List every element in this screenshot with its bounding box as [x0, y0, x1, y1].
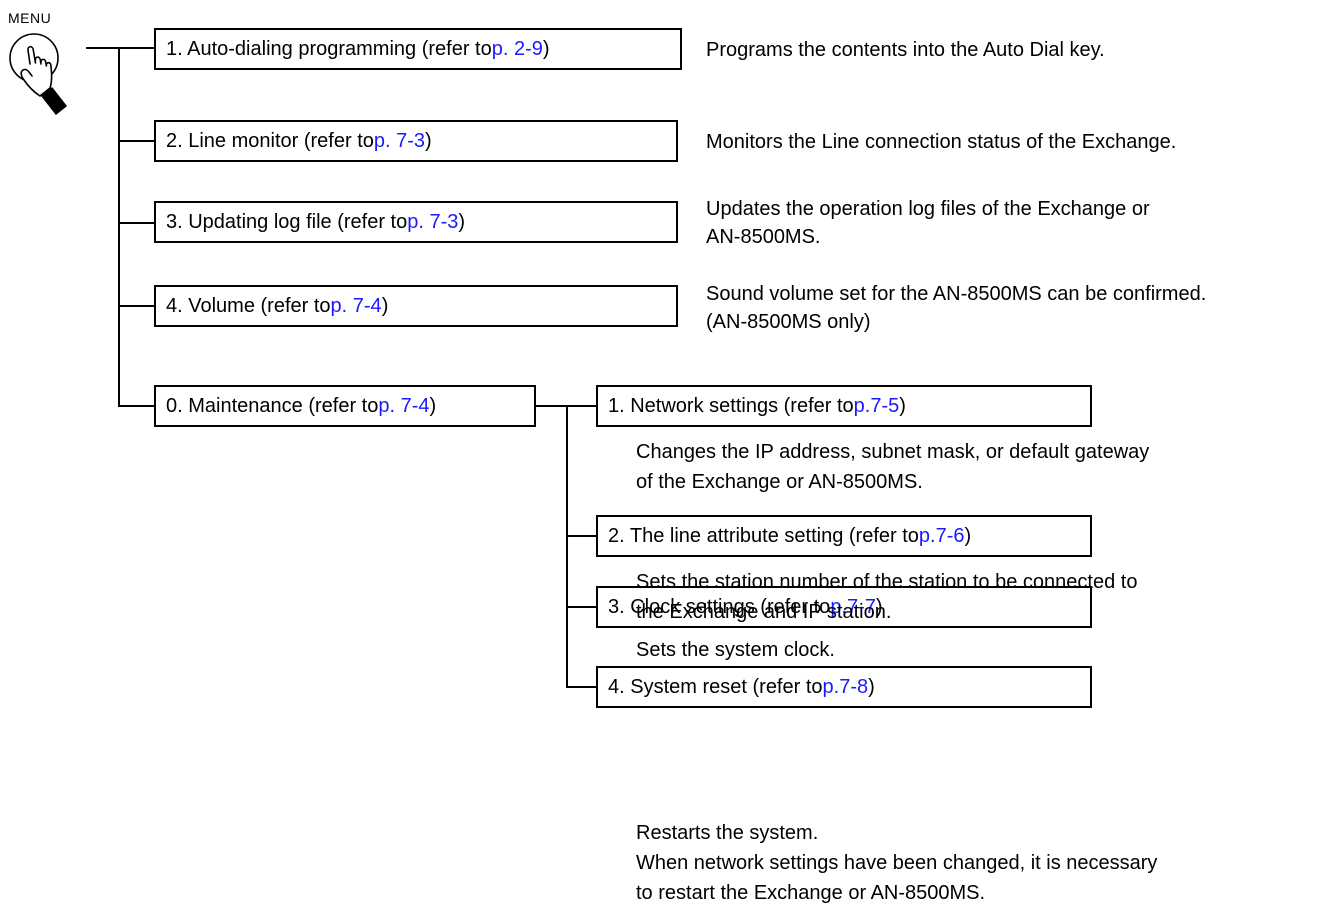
- menu-item-updating-log[interactable]: 3. Updating log file (refer to p. 7-3): [154, 201, 678, 243]
- branch-line: [118, 405, 156, 407]
- description: Monitors the Line connection status of t…: [706, 131, 1177, 153]
- item-label: 0. Maintenance (refer to: [166, 395, 379, 417]
- sub-branch-line: [566, 686, 598, 688]
- sub-branch-line: [566, 535, 598, 537]
- item-label-close: ): [425, 130, 432, 152]
- description: Changes the IP address, subnet mask, or …: [636, 441, 1150, 493]
- description: Sets the system clock.: [636, 639, 835, 661]
- page-ref-link[interactable]: p.7-6: [918, 525, 965, 547]
- menu-item-maintenance[interactable]: 0. Maintenance (refer to p. 7-4): [154, 385, 536, 427]
- menu-label: MENU: [8, 10, 52, 26]
- item-label: 2. Line monitor (refer to: [166, 130, 374, 152]
- item-label: 3. Updating log file (refer to: [166, 211, 408, 233]
- menu-item-line-monitor[interactable]: 2. Line monitor (refer to p. 7-3): [154, 120, 678, 162]
- menu-button-press-icon: [9, 33, 68, 116]
- item-label: 4. Volume (refer to: [166, 295, 331, 317]
- item-label-close: ): [875, 596, 883, 618]
- submenu-item-system-reset[interactable]: 4. System reset (refer to p.7-8): [596, 666, 1092, 708]
- page-ref-link[interactable]: p.7-8: [822, 676, 869, 698]
- item-label-close: ): [868, 676, 875, 698]
- main-tree-trunk: [118, 47, 120, 407]
- branch-line: [118, 305, 156, 307]
- item-label-close: ): [899, 395, 906, 417]
- page-ref-link[interactable]: p. 7-3: [407, 211, 459, 233]
- submenu-item-line-attribute[interactable]: 2. The line attribute setting (refer to …: [596, 515, 1092, 557]
- item-label: 1. Auto-dialing programming (refer to: [166, 38, 492, 60]
- item-label-close: ): [542, 38, 550, 60]
- description: Sets the station number of the station t…: [636, 571, 1138, 623]
- item-label: 2. The line attribute setting (refer to: [608, 525, 919, 547]
- submenu-item-network-settings[interactable]: 1. Network settings (refer to p.7-5): [596, 385, 1092, 427]
- description: Updates the operation log files of the E…: [706, 198, 1150, 248]
- description: Restarts the system.When network setting…: [636, 822, 1158, 904]
- item-label-close: ): [429, 395, 437, 417]
- item-label: 3. Clock settings (refer to: [608, 596, 831, 618]
- item-label-close: ): [458, 211, 466, 233]
- page-ref-link[interactable]: p. 7-3: [373, 130, 426, 152]
- page-ref-link[interactable]: p.7-7: [830, 596, 876, 618]
- branch-line: [118, 222, 156, 224]
- item-label: 1. Network settings (refer to: [608, 395, 854, 417]
- sub-branch-line: [566, 606, 598, 608]
- branch-line: [118, 140, 156, 142]
- menu-connector: [86, 47, 156, 49]
- menu-item-auto-dialing[interactable]: 1. Auto-dialing programming (refer to p.…: [154, 28, 682, 70]
- menu-item-volume[interactable]: 4. Volume (refer to p. 7-4): [154, 285, 678, 327]
- page-ref-link[interactable]: p. 7-4: [330, 295, 382, 317]
- page-ref-link[interactable]: p. 2-9: [491, 38, 543, 60]
- item-label: 4. System reset (refer to: [608, 676, 823, 698]
- description: Programs the contents into the Auto Dial…: [706, 39, 1105, 61]
- item-label-close: ): [381, 295, 389, 317]
- submenu-item-clock-settings[interactable]: 3. Clock settings (refer to p.7-7): [596, 586, 1092, 628]
- page-ref-link[interactable]: p. 7-4: [378, 395, 430, 417]
- description: Sound volume set for the AN-8500MS can b…: [706, 283, 1207, 333]
- sub-tree-trunk: [566, 405, 568, 688]
- page-ref-link[interactable]: p.7-5: [853, 395, 900, 417]
- item-label-close: ): [964, 525, 972, 547]
